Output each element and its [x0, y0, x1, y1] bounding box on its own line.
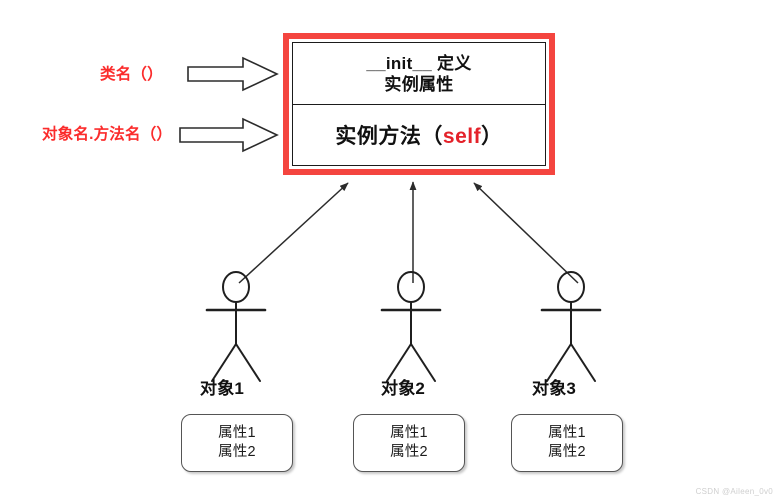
self-keyword: self: [442, 125, 482, 148]
method-prefix: 实例方法（: [335, 125, 443, 148]
class-box-inner: __init__ 定义 实例属性 实例方法（self）: [292, 42, 546, 166]
attributes-box-1[interactable]: 属性1 属性2: [181, 414, 293, 472]
object-label-2: 对象2: [381, 379, 426, 398]
attributes-box-3[interactable]: 属性1 属性2: [511, 414, 623, 472]
attribute-item: 属性1: [548, 425, 586, 441]
annotation-object-method: 对象名.方法名（）: [42, 126, 173, 143]
class-attributes-section: __init__ 定义 实例属性: [293, 43, 545, 105]
attribute-item: 属性2: [548, 444, 586, 460]
init-definition-text: __init__ 定义 实例属性: [366, 53, 471, 95]
attributes-box-2[interactable]: 属性1 属性2: [353, 414, 465, 472]
instantiation-arrow-icon: [238, 182, 349, 284]
class-methods-section: 实例方法（self）: [293, 105, 545, 165]
class-definition-box[interactable]: __init__ 定义 实例属性 实例方法（self）: [283, 33, 555, 175]
annotation-class-name: 类名（）: [100, 66, 163, 83]
person-stick-figure-icon: [205, 271, 267, 382]
attribute-item: 属性2: [390, 444, 428, 460]
object-label-3: 对象3: [532, 379, 577, 398]
person-stick-figure-icon: [540, 271, 602, 382]
attribute-item: 属性1: [218, 425, 256, 441]
instance-method-text: 实例方法（self）: [335, 120, 502, 150]
init-line-1: __init__ 定义: [366, 53, 472, 73]
watermark-text: CSDN @Aileen_0v0: [695, 487, 773, 496]
block-arrow-right-icon: [187, 56, 279, 92]
attribute-item: 属性2: [218, 444, 256, 460]
attribute-item: 属性1: [390, 425, 428, 441]
person-stick-figure-icon: [380, 271, 442, 382]
init-line-2: 实例属性: [384, 74, 454, 94]
method-suffix: ）: [481, 125, 503, 148]
block-arrow-right-icon: [179, 117, 279, 153]
object-label-1: 对象1: [200, 379, 245, 398]
instantiation-arrow-icon: [473, 182, 579, 284]
